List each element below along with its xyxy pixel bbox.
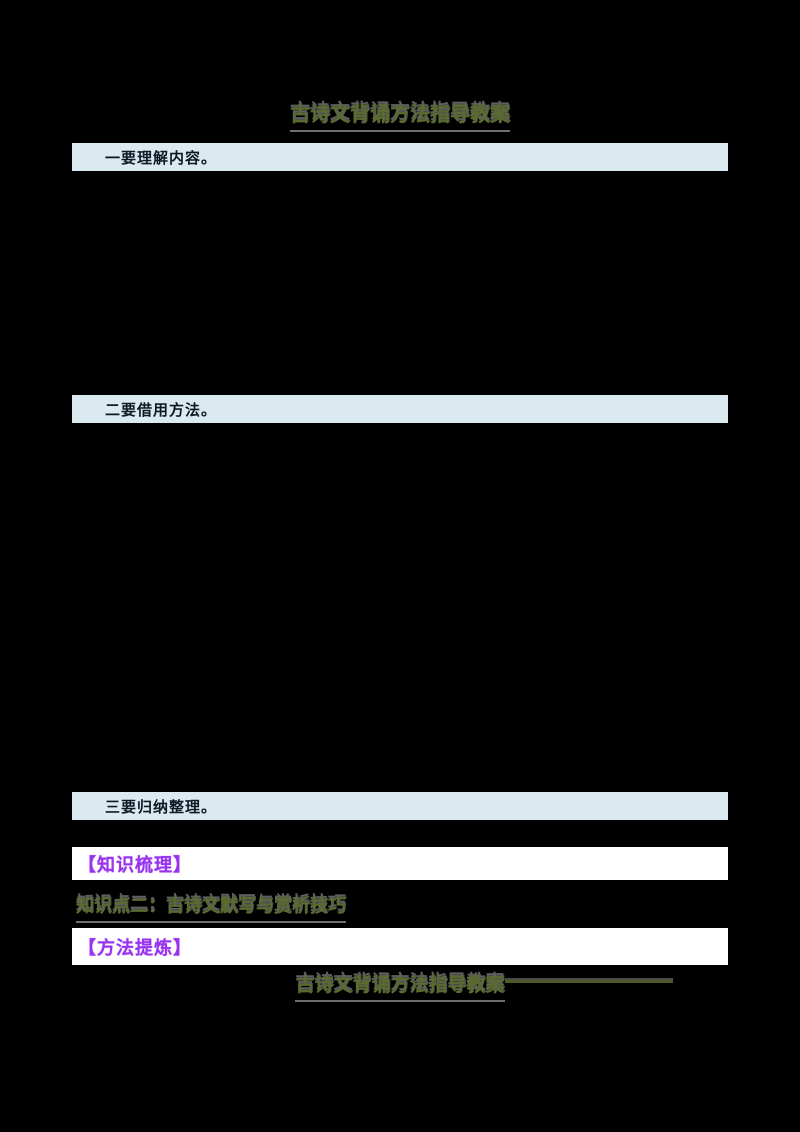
section-bar-label: 三要归纳整理。 (105, 798, 218, 816)
knowledge-review-header: 【知识梳理】 (78, 854, 192, 875)
footer-title-text: 古诗文背诵方法指导教案 (295, 970, 505, 1002)
footer-title: 古诗文背诵方法指导教案 (0, 970, 800, 1002)
document-title: 古诗文背诵方法指导教案 (0, 98, 800, 132)
method-extraction-band: 【方法提炼】 (72, 928, 728, 965)
section-bar-understand-content: 一要理解内容。 (72, 143, 728, 171)
knowledge-review-band: 【知识梳理】 (72, 847, 728, 880)
section-bar-summarize-organize: 三要归纳整理。 (72, 792, 728, 820)
knowledge-point-heading: 知识点二：古诗文默写与赏析技巧 (76, 892, 346, 923)
section-bar-label: 一要理解内容。 (105, 149, 218, 167)
knowledge-point-text: 知识点二：古诗文默写与赏析技巧 (76, 892, 346, 923)
section-bar-borrow-methods: 二要借用方法。 (72, 395, 728, 423)
method-extraction-header: 【方法提炼】 (78, 937, 192, 958)
section-bar-label: 二要借用方法。 (105, 401, 218, 419)
document-title-text: 古诗文背诵方法指导教案 (290, 98, 510, 132)
footer-rule-line (505, 980, 673, 983)
